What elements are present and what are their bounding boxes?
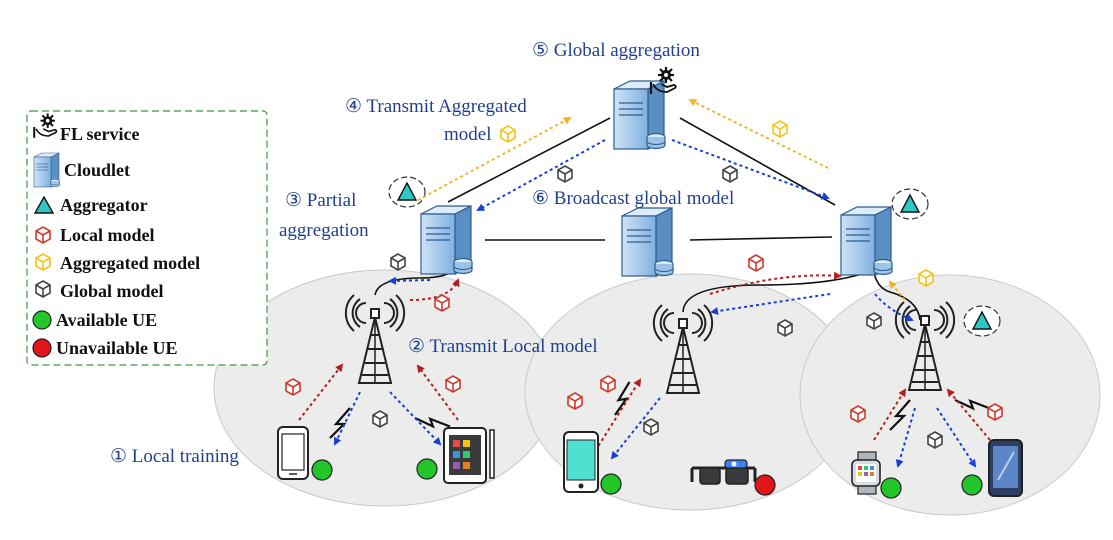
- aggregator-icon: [891, 188, 929, 220]
- legend-box: [26, 110, 268, 366]
- phone-icon: [277, 426, 309, 480]
- available-ue-dot: [32, 310, 52, 330]
- legend-aggregated-model: Aggregated model: [60, 253, 200, 273]
- aggregated-model-arrows: [417, 99, 906, 301]
- step-transmit-aggregated: ④ Transmit Aggregated: [345, 96, 527, 117]
- step-transmit-local: ② Transmit Local model: [408, 336, 598, 357]
- aggregator-icon: [33, 195, 55, 214]
- cube-icon: [35, 253, 51, 271]
- legend-aggregator: Aggregator: [60, 195, 148, 215]
- available-ue-dot: [600, 473, 622, 495]
- cube-icon: [35, 226, 51, 244]
- cloudlet-icon: [840, 206, 893, 276]
- backbone-links: [374, 117, 921, 321]
- unavailable-ue-dot: [754, 474, 776, 496]
- global-model-arrows: [333, 139, 977, 468]
- cube-icon: [35, 280, 51, 298]
- cloudlet-icon: [621, 207, 674, 277]
- step-transmit-aggregated-line2: model: [444, 124, 492, 145]
- available-ue-dot: [961, 474, 983, 496]
- legend-available-ue: Available UE: [56, 310, 157, 330]
- cloudlet-icon: [613, 80, 666, 150]
- aggregator-icon: [963, 305, 1001, 337]
- legend-global-model: Global model: [60, 281, 164, 301]
- step-partial-aggregation-line2: aggregation: [279, 220, 369, 241]
- legend-cloudlet: Cloudlet: [64, 160, 130, 180]
- unavailable-ue-dot: [32, 338, 52, 358]
- available-ue-dot: [311, 459, 333, 481]
- aggregator-icon: [388, 176, 426, 208]
- cluster-right: [799, 274, 1101, 516]
- legend-local-model: Local model: [60, 225, 155, 245]
- step-global-aggregation: ⑤ Global aggregation: [532, 40, 700, 61]
- available-ue-dot: [416, 458, 438, 480]
- cloudlet-icon: [420, 205, 473, 275]
- tablet-icon: [443, 427, 495, 484]
- smartwatch-icon: [851, 451, 881, 495]
- available-ue-dot: [880, 477, 902, 499]
- step-partial-aggregation: ③ Partial: [285, 190, 356, 211]
- phone-icon: [988, 439, 1023, 497]
- phone-icon: [563, 431, 599, 493]
- cloudlet-icon: [33, 152, 60, 188]
- step-local-training: ① Local training: [110, 446, 239, 467]
- legend-fl-service: FL service: [60, 124, 139, 144]
- legend: FL service Cloudlet Aggregator Local mod…: [26, 110, 268, 366]
- smart-glasses-icon: [690, 459, 757, 485]
- legend-unavailable-ue: Unavailable UE: [56, 338, 178, 358]
- step-broadcast-global: ⑥ Broadcast global model: [532, 188, 734, 209]
